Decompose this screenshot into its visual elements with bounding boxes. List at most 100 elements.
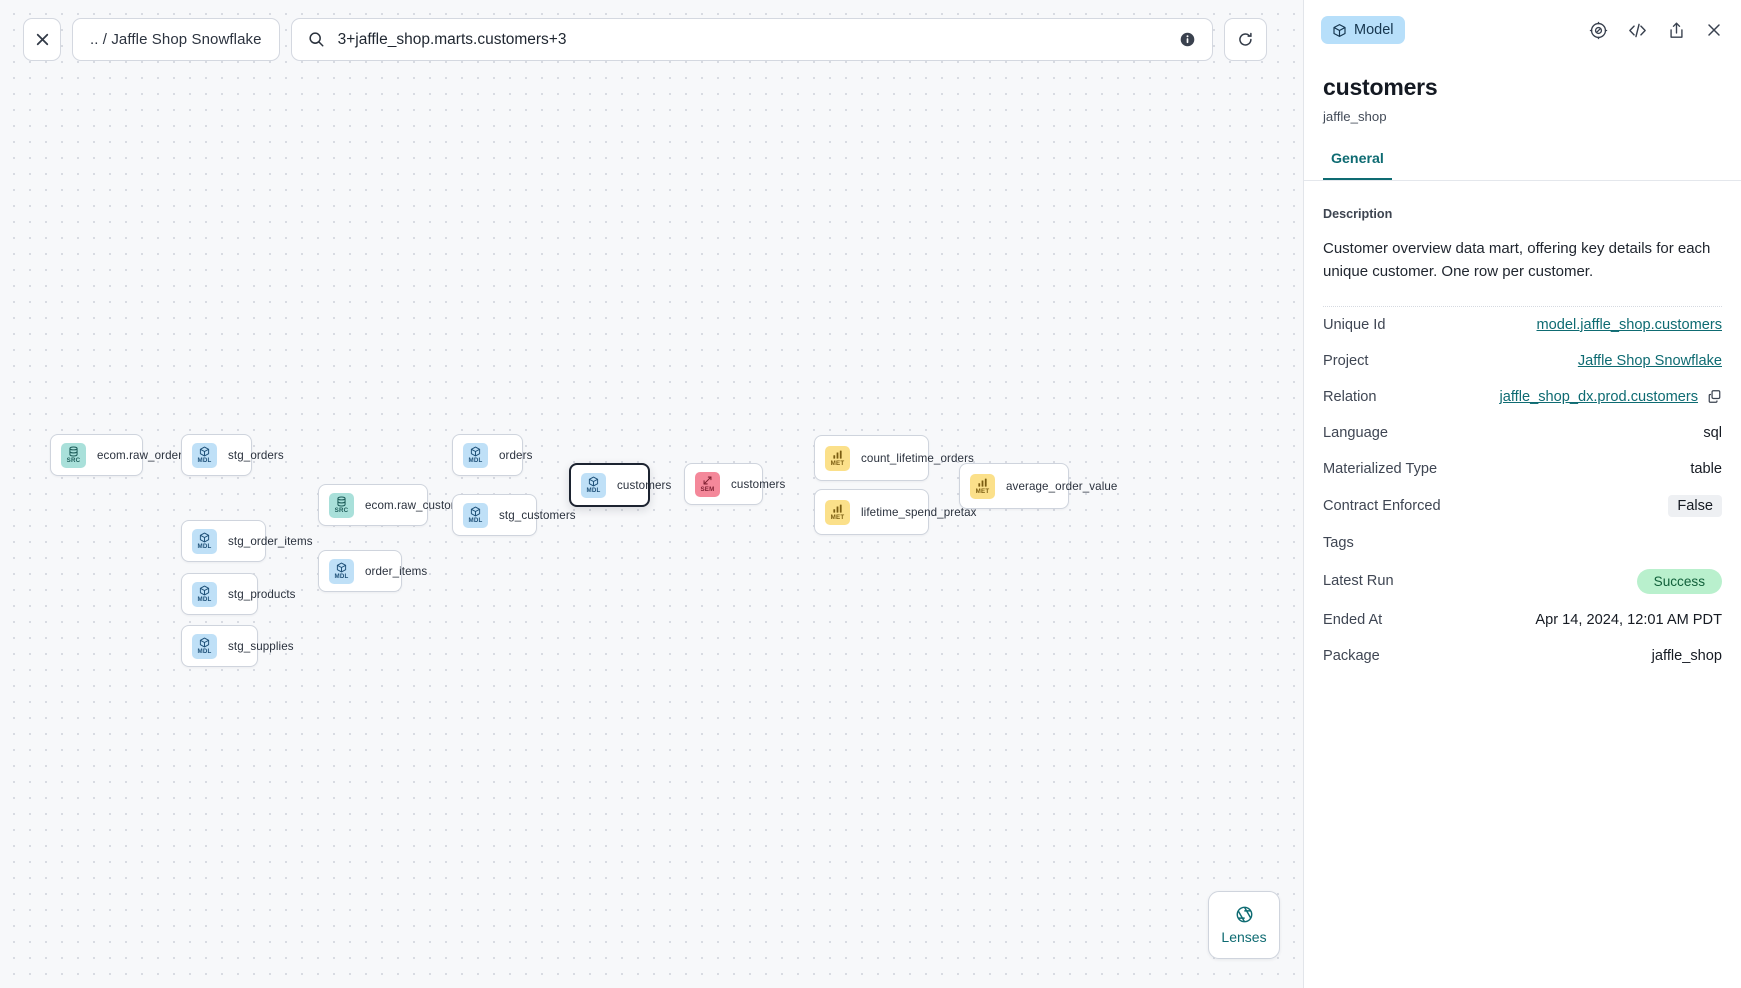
detail-row-key: Tags — [1323, 534, 1354, 551]
detail-row-value: jaffle_shop_dx.prod.customers — [1500, 389, 1722, 405]
detail-row: Language sql — [1323, 415, 1722, 451]
detail-row-link[interactable]: model.jaffle_shop.customers — [1536, 316, 1723, 333]
detail-row: Package jaffle_shop — [1323, 638, 1722, 674]
detail-row-key: Package — [1323, 647, 1380, 664]
search-input[interactable] — [337, 30, 1166, 49]
copy-icon[interactable] — [1707, 389, 1722, 404]
detail-row-value: Apr 14, 2024, 12:01 AM PDT — [1535, 611, 1722, 628]
share-icon[interactable] — [1667, 21, 1686, 40]
details-panel: Model customers jaffle_shop General Desc… — [1303, 0, 1741, 988]
lenses-label: Lenses — [1221, 929, 1267, 945]
graph-node-customers_sem[interactable]: SEM customers — [684, 463, 785, 505]
graph-node-label: stg_supplies — [228, 639, 294, 653]
lenses-button[interactable]: Lenses — [1208, 891, 1280, 959]
graph-node-stg_orders[interactable]: MDL stg_orders — [181, 434, 284, 476]
detail-row-link[interactable]: jaffle_shop_dx.prod.customers — [1499, 388, 1698, 405]
tab-general[interactable]: General — [1323, 151, 1392, 180]
refresh-icon — [1238, 32, 1252, 46]
detail-row-key: Contract Enforced — [1323, 497, 1441, 514]
detail-row-value: sql — [1703, 424, 1722, 441]
graph-node-label: orders — [499, 448, 533, 462]
detail-row: Latest Run Success — [1323, 561, 1722, 602]
mdl-badge-icon: MDL — [192, 442, 217, 468]
sem-badge-icon: SEM — [695, 471, 720, 497]
detail-row-key: Project — [1323, 352, 1369, 369]
detail-row-key: Language — [1323, 424, 1388, 441]
mdl-badge-icon: MDL — [463, 502, 488, 528]
breadcrumb[interactable]: .. / Jaffle Shop Snowflake — [72, 18, 280, 61]
description-label: Description — [1323, 207, 1393, 221]
met-badge-icon: MET — [825, 499, 850, 525]
canvas-toolbar: .. / Jaffle Shop Snowflake — [23, 18, 1267, 61]
search-icon — [309, 32, 324, 47]
detail-row: Project Jaffle Shop Snowflake — [1323, 343, 1722, 379]
refresh-button[interactable] — [1223, 18, 1267, 61]
graph-node-customers_model[interactable]: MDL customers — [569, 463, 671, 507]
detail-row: Unique Id model.jaffle_shop.customers — [1323, 307, 1722, 343]
detail-row-key: Latest Run — [1323, 573, 1394, 590]
graph-node-ecom_raw_customers[interactable]: SRC ecom.raw_customers — [318, 484, 477, 526]
graph-node-label: customers — [731, 477, 786, 491]
panel-actions — [1589, 20, 1723, 41]
met-badge-icon: MET — [825, 445, 850, 471]
graph-node-ecom_raw_orders[interactable]: SRC ecom.raw_orders — [50, 434, 188, 476]
graph-node-lifetime_spend_pretax[interactable]: MET lifetime_spend_pretax — [814, 489, 976, 535]
panel-toolbar: Model — [1304, 0, 1741, 60]
graph-node-label: customers — [617, 478, 672, 492]
graph-node-label: count_lifetime_orders — [861, 451, 974, 465]
mdl-badge-icon: MDL — [463, 442, 488, 468]
graph-node-order_items[interactable]: MDL order_items — [318, 550, 427, 592]
panel-tabs: General — [1304, 151, 1741, 181]
graph-node-stg_order_items[interactable]: MDL stg_order_items — [181, 520, 313, 562]
graph-node-label: stg_orders — [228, 448, 284, 462]
met-badge-icon: MET — [970, 473, 995, 499]
mdl-badge-icon: MDL — [329, 558, 354, 584]
graph-node-orders[interactable]: MDL orders — [452, 434, 532, 476]
close-panel-icon[interactable] — [1705, 21, 1723, 39]
node-type-chip[interactable]: Model — [1321, 16, 1405, 44]
detail-row-key: Unique Id — [1323, 316, 1386, 333]
info-icon[interactable] — [1179, 31, 1196, 48]
code-icon[interactable] — [1627, 20, 1648, 41]
detail-row-key: Relation — [1323, 388, 1377, 405]
panel-header: customers jaffle_shop — [1304, 60, 1741, 124]
graph-node-label: stg_products — [228, 587, 296, 601]
breadcrumb-label: .. / Jaffle Shop Snowflake — [90, 31, 262, 48]
compass-icon[interactable] — [1589, 21, 1608, 40]
detail-row: Materialized Type table — [1323, 451, 1722, 487]
graph-node-count_lifetime_orders[interactable]: MET count_lifetime_orders — [814, 435, 974, 481]
graph-node-label: stg_order_items — [228, 534, 313, 548]
detail-row-link[interactable]: Jaffle Shop Snowflake — [1577, 352, 1722, 369]
graph-node-label: ecom.raw_customers — [365, 498, 477, 512]
mdl-badge-icon: MDL — [581, 472, 606, 498]
src-badge-icon: SRC — [61, 442, 86, 468]
status-badge: Success — [1636, 568, 1722, 594]
close-icon — [36, 33, 48, 46]
aperture-icon — [1236, 906, 1252, 923]
graph-node-stg_supplies[interactable]: MDL stg_supplies — [181, 625, 294, 667]
detail-row-key: Ended At — [1323, 611, 1383, 628]
detail-row-value: table — [1690, 460, 1722, 477]
detail-row-key: Materialized Type — [1323, 460, 1438, 477]
panel-body: Description Customer overview data mart,… — [1304, 181, 1741, 988]
graph-node-label: order_items — [365, 564, 428, 578]
graph-node-label: ecom.raw_orders — [97, 448, 189, 462]
detail-row: Tags — [1323, 525, 1722, 561]
detail-row-value: False — [1668, 494, 1722, 517]
graph-node-label: lifetime_spend_pretax — [861, 505, 977, 519]
search-bar[interactable] — [290, 18, 1213, 61]
description-text: Customer overview data mart, offering ke… — [1323, 238, 1722, 307]
cube-icon — [1333, 23, 1346, 37]
detail-row-value: jaffle_shop — [1651, 647, 1722, 664]
close-lineage-button[interactable] — [23, 18, 61, 61]
mdl-badge-icon: MDL — [192, 633, 217, 659]
src-badge-icon: SRC — [329, 492, 354, 518]
mdl-badge-icon: MDL — [192, 528, 217, 554]
detail-row: Contract Enforced False — [1323, 487, 1722, 525]
